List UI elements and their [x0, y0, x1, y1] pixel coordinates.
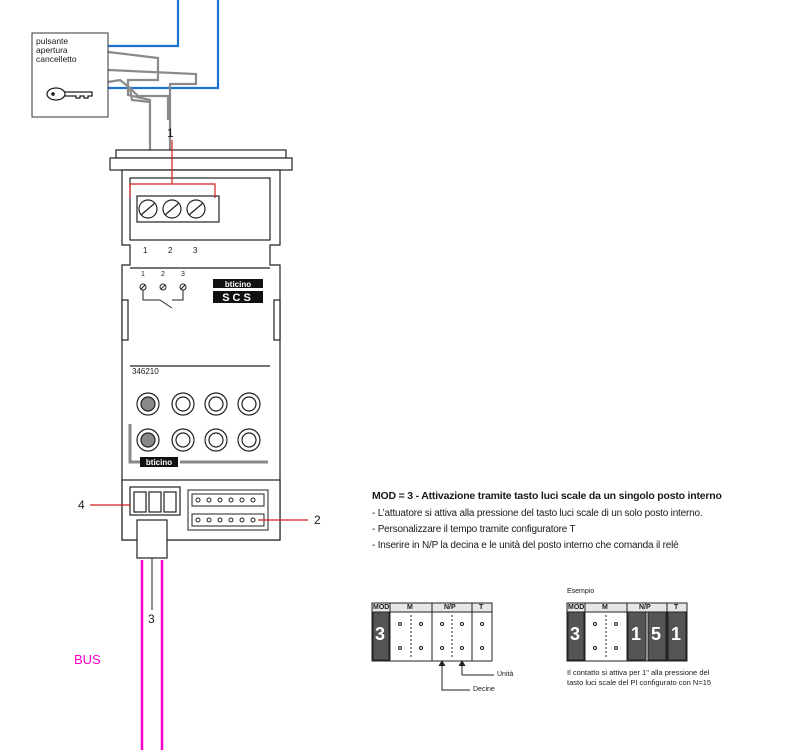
terminal-block-2 — [187, 489, 269, 531]
key-icon — [46, 87, 93, 101]
example-title: Esempio — [567, 588, 595, 595]
example-header: N/P — [639, 604, 651, 611]
bus-label: BUS — [74, 652, 101, 667]
table-header: MOD — [373, 604, 390, 611]
gray-wires — [107, 50, 198, 168]
example-note: Il contatto si attiva per 1" alla pressi… — [567, 668, 712, 687]
example-value: 5 — [651, 624, 662, 644]
example-value: 1 — [671, 624, 682, 644]
example-table — [566, 602, 688, 662]
blue-wires — [108, 0, 220, 90]
button-box-line: cancelletto — [36, 54, 77, 64]
table-header: N/P — [444, 604, 456, 611]
small-logo — [140, 457, 178, 467]
terminal-number: 2 — [168, 246, 173, 255]
svg-text:SCS: SCS — [222, 292, 254, 304]
callout-1-bracket — [129, 140, 216, 198]
callout-2: 2 — [314, 513, 321, 527]
callout-3: 3 — [148, 612, 155, 626]
description-bullet: - L’attuatore si attiva alla pressione d… — [372, 508, 703, 519]
tens-label: Decine — [473, 686, 495, 693]
button-box-label: pulsante apertura cancelletto — [36, 37, 106, 64]
button-box-line: apertura — [36, 45, 68, 55]
description-bullet: - Inserire in N/P la decina e le unità d… — [372, 540, 679, 551]
schematic-number: 2 — [161, 271, 165, 278]
mod-value: 3 — [375, 624, 386, 644]
schematic-number: 3 — [181, 271, 185, 278]
example-header: T — [674, 604, 679, 611]
button-box — [31, 32, 109, 118]
example-value: 1 — [631, 624, 642, 644]
front-accent — [128, 424, 268, 464]
terminal-number: 1 — [143, 246, 148, 255]
bus-wires — [140, 560, 164, 750]
svg-text:bticino: bticino — [146, 458, 172, 467]
bus-connector — [129, 486, 181, 516]
description-bullet: - Personalizzare il tempo tramite config… — [372, 524, 576, 535]
callout-1: 1 — [167, 126, 174, 140]
callout-lines — [90, 504, 308, 521]
schematic-number: 1 — [141, 271, 145, 278]
relay-schematic — [139, 283, 187, 309]
table-header: T — [479, 604, 484, 611]
example-value: 3 — [570, 624, 581, 644]
table-header: M — [407, 604, 413, 611]
example-header: MOD — [568, 604, 585, 611]
terminal-number: 3 — [193, 246, 198, 255]
button-box-line: pulsante — [36, 36, 69, 46]
bticino-logo: SCS bticino — [213, 279, 263, 304]
units-label: Unità — [497, 671, 514, 678]
svg-text:bticino: bticino — [225, 280, 251, 289]
config-table — [371, 602, 493, 662]
example-header: M — [602, 604, 608, 611]
terminal-screws — [136, 195, 220, 223]
callout-4: 4 — [78, 498, 85, 512]
configurator-sockets — [136, 392, 261, 452]
arrows — [438, 660, 494, 691]
model-number: 346210 — [132, 367, 159, 376]
description-title: MOD = 3 - Attivazione tramite tasto luci… — [372, 490, 722, 502]
